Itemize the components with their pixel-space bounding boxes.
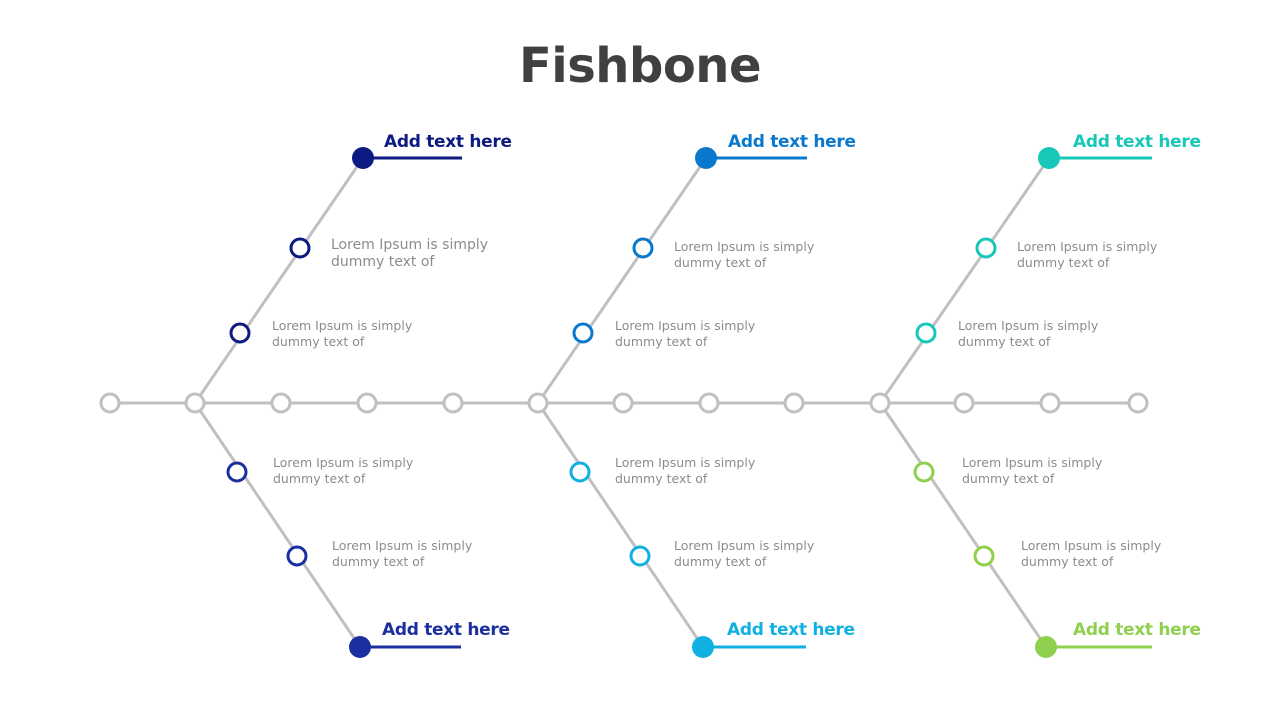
branch-heading: Add text here bbox=[728, 132, 856, 152]
item-node bbox=[975, 237, 997, 259]
branch-heading: Add text here bbox=[1073, 620, 1201, 640]
item-node bbox=[572, 322, 594, 344]
item-node bbox=[289, 237, 311, 259]
item-node bbox=[632, 237, 654, 259]
branch-heading: Add text here bbox=[384, 132, 512, 152]
item-node bbox=[569, 461, 591, 483]
spine-node bbox=[356, 392, 378, 414]
spine-node bbox=[783, 392, 805, 414]
item-node bbox=[286, 545, 308, 567]
spine-node bbox=[442, 392, 464, 414]
bone-lower-1 bbox=[193, 402, 362, 648]
branch-end-node bbox=[1035, 636, 1057, 658]
spine-node bbox=[869, 392, 891, 414]
branch-heading: Add text here bbox=[382, 620, 510, 640]
spine-node bbox=[270, 392, 292, 414]
item-node bbox=[973, 545, 995, 567]
page-title: Fishbone bbox=[518, 38, 762, 94]
spine-node bbox=[612, 392, 634, 414]
item-node bbox=[229, 322, 251, 344]
branch-end-node bbox=[352, 147, 374, 169]
branch-end-node bbox=[349, 636, 371, 658]
item-node bbox=[913, 461, 935, 483]
branch-heading: Add text here bbox=[727, 620, 855, 640]
spine-node bbox=[527, 392, 549, 414]
spine-node bbox=[1127, 392, 1149, 414]
spine-node bbox=[184, 392, 206, 414]
branch-end-node bbox=[695, 147, 717, 169]
spine-node bbox=[99, 392, 121, 414]
bone-lower-3 bbox=[878, 402, 1048, 648]
bone-upper-1 bbox=[193, 157, 365, 404]
spine-node bbox=[698, 392, 720, 414]
branch-end-node bbox=[692, 636, 714, 658]
bone-lower-2 bbox=[536, 402, 705, 648]
branch-end-node bbox=[1038, 147, 1060, 169]
spine-node bbox=[1039, 392, 1061, 414]
branch-heading: Add text here bbox=[1073, 132, 1201, 152]
item-node bbox=[629, 545, 651, 567]
spine-node bbox=[953, 392, 975, 414]
bone-upper-2 bbox=[536, 157, 708, 404]
bone-upper-3 bbox=[878, 157, 1051, 404]
item-node bbox=[226, 461, 248, 483]
item-node bbox=[915, 322, 937, 344]
